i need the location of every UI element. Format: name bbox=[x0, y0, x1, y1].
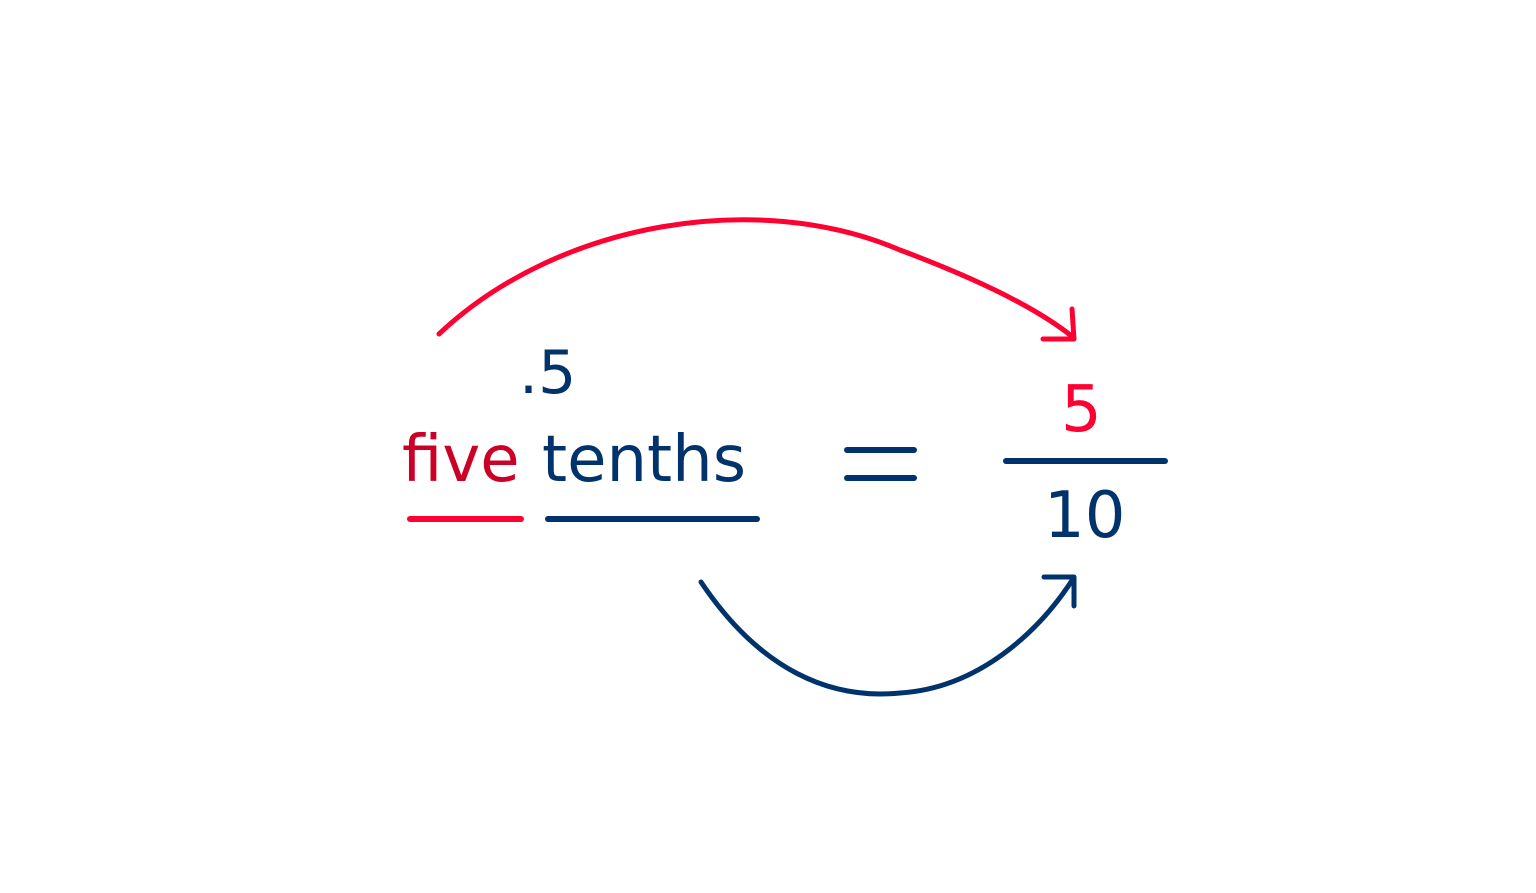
word-tenths: tenths bbox=[542, 423, 747, 497]
fraction-denominator: 10 bbox=[1044, 479, 1126, 553]
red-curved-arrow-icon bbox=[436, 217, 1077, 342]
fraction-numerator: 5 bbox=[1061, 373, 1102, 447]
navy-curved-arrow-icon bbox=[698, 574, 1077, 697]
word-five: five bbox=[402, 423, 520, 497]
decimal-value: .5 bbox=[519, 338, 577, 408]
